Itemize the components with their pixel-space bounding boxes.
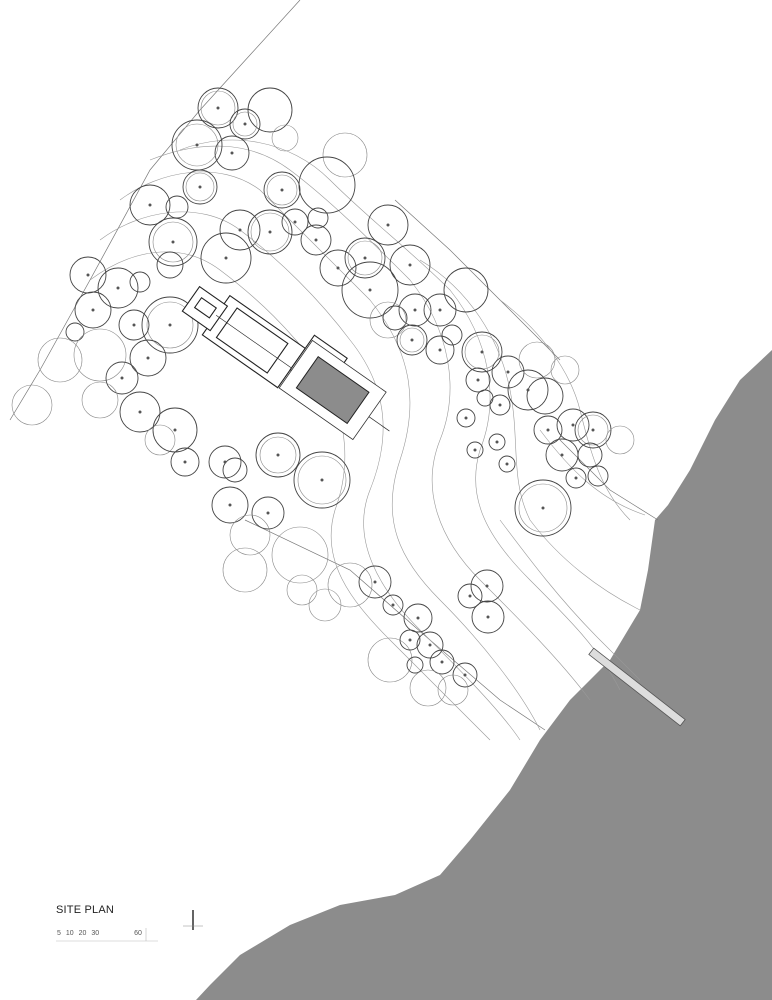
pool-deck: [278, 339, 390, 441]
plan-title: SITE PLAN: [56, 904, 115, 916]
north-arrow-icon: [183, 910, 203, 930]
scale-label: 5: [57, 930, 61, 937]
lake: [196, 350, 772, 1000]
scale-label: 60: [134, 930, 142, 937]
scale-labels: 5 10 20 30 60: [57, 930, 145, 937]
dock: [588, 647, 686, 727]
scale-bar-ticks: [56, 928, 158, 942]
house-footprint: [181, 285, 361, 402]
property-lines: [9, 0, 659, 731]
topo-contours: [89, 139, 646, 741]
tree-trunks: [86, 106, 595, 677]
legend: SITE PLAN: [56, 904, 114, 916]
scale-label: 30: [91, 930, 100, 937]
scale-label: 10: [65, 930, 74, 937]
scale-label: 20: [78, 930, 87, 937]
tree-canopies: [11, 87, 635, 707]
